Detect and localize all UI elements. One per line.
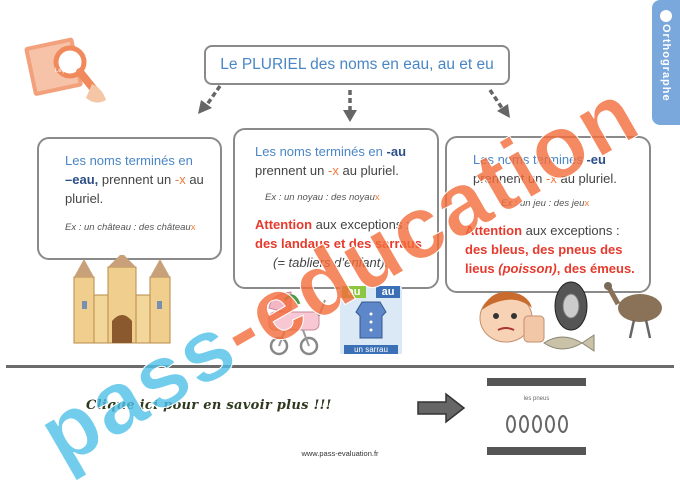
exceptions-label: aux exceptions :	[312, 217, 410, 232]
example-eu-text: Ex : un jeu : des jeu	[501, 198, 585, 209]
exceptions-label: aux exceptions :	[522, 223, 620, 238]
rule-eau-line2-end: au	[185, 172, 204, 187]
rule-au-line2: prennent un	[255, 163, 329, 178]
sarrau-illustration: au au un sarrau	[340, 286, 402, 354]
bruised-face-icon	[479, 291, 545, 343]
side-tab-label: Orthographe	[660, 23, 672, 102]
rule-box-eu: Les noms terminés -eu prennent un -x au …	[445, 136, 651, 293]
title-box: Le PLURIEL des noms en eau, au et eu	[204, 45, 510, 85]
rule-eu-line1: Les noms terminés	[473, 152, 587, 167]
example-eu: Ex : un jeu : des jeux	[501, 198, 639, 209]
attention-label: Attention	[255, 217, 313, 232]
pram-icon	[268, 291, 326, 356]
exceptions-au-list: des landaus et des sarraus	[255, 236, 422, 251]
exceptions-au: Attention aux exceptions : des landaus e…	[255, 215, 427, 272]
ending-au: -au	[386, 144, 407, 159]
exceptions-eu-list-1: des bleus, des pneus des	[465, 242, 623, 257]
right-arrow-icon[interactable]	[416, 392, 466, 424]
exceptions-eu-list-2: lieus	[465, 261, 499, 276]
attention-label: Attention	[465, 223, 523, 238]
fish-icon	[543, 334, 595, 352]
tab-hole-icon	[660, 10, 672, 22]
exceptions-eu-poisson: (poisson)	[498, 261, 557, 276]
exceptions-eu: Attention aux exceptions : des bleus, de…	[465, 221, 639, 278]
apron-icon	[355, 301, 387, 339]
exceptions-au-note: (= tabliers d’enfant).	[273, 255, 389, 270]
example-eau: Ex : un château : des châteaux	[65, 222, 208, 233]
example-eau-text: Ex : un château : des château	[65, 222, 191, 233]
suffix-x: -x	[546, 171, 557, 186]
rule-au-line1: Les noms terminés en	[255, 144, 387, 159]
suffix-x: -x	[174, 172, 186, 187]
footer-url[interactable]: www.pass-evaluation.fr	[301, 449, 379, 458]
suffix-x: -x	[328, 163, 339, 178]
rule-eau-line1: Les noms terminés en	[65, 153, 193, 168]
arrow-right-icon	[488, 89, 510, 118]
rule-au-text: Les noms terminés en -au prennent un -x …	[255, 142, 427, 180]
rule-eau-line3: pluriel.	[65, 191, 104, 206]
example-eau-x: x	[190, 222, 196, 233]
sarrau-label-right: au	[376, 286, 400, 298]
rule-eau-text: Les noms terminés en –eau, prennent un -…	[65, 151, 208, 208]
thumbnail-title: les pneus	[523, 396, 550, 402]
example-au: Ex : un noyau : des noyaux	[265, 192, 427, 203]
exceptions-eu-list-3: , des émeus.	[556, 261, 635, 276]
tires-thumbnail-icon	[506, 415, 568, 433]
sarrau-label-bottom: un sarrau	[344, 345, 398, 354]
separator	[6, 365, 674, 368]
rule-eu-line2: prennent un	[473, 171, 547, 186]
rule-eu-text: Les noms terminés -eu prennent un -x au …	[465, 150, 639, 188]
lesson-thumbnail[interactable]: les pneus	[487, 378, 586, 455]
rule-eau-line2: prennent un	[98, 172, 175, 187]
ending-eu: -eu	[586, 152, 606, 167]
side-tab[interactable]: Orthographe	[652, 0, 680, 125]
arrow-left-icon	[198, 84, 222, 114]
rule-box-eau: Les noms terminés en –eau, prennent un -…	[37, 137, 222, 260]
ending-eau: –eau,	[65, 172, 99, 187]
lesson-logo-icon: Leçon	[24, 37, 106, 103]
castle-icon	[73, 255, 171, 344]
sarrau-label-left: au	[342, 286, 366, 298]
rule-au-line2-end: au pluriel.	[338, 163, 399, 178]
rule-box-au: Les noms terminés en -au prennent un -x …	[233, 128, 439, 289]
page-title: Le PLURIEL des noms en eau, au et eu	[220, 56, 494, 73]
more-info-link[interactable]: Clique ici pour en savoir plus !!!	[86, 398, 332, 413]
example-au-x: x	[374, 192, 380, 203]
arrow-middle-icon	[343, 90, 357, 122]
example-au-text: Ex : un noyau : des noyau	[265, 192, 375, 203]
logo-label: Leçon	[55, 68, 71, 74]
example-eu-x: x	[584, 198, 590, 209]
rule-eu-line2-end: au pluriel.	[556, 171, 617, 186]
